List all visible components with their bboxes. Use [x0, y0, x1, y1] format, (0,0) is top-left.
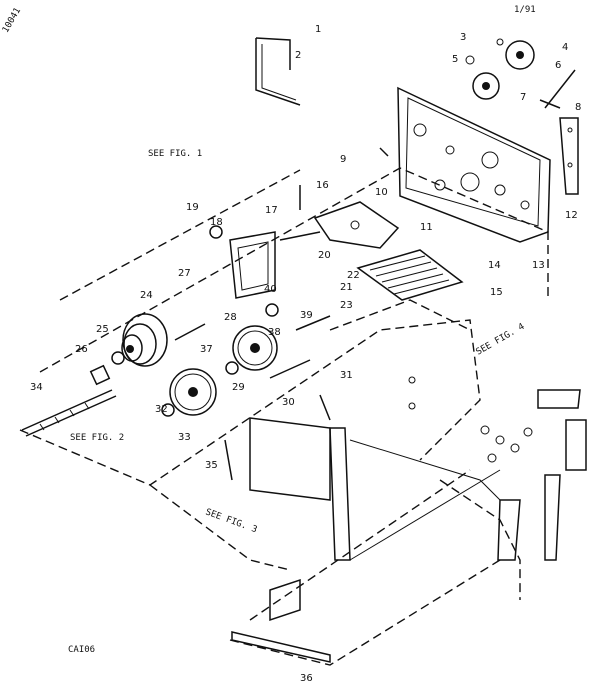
- slotted-plate: [356, 249, 464, 301]
- callout: 13: [532, 260, 545, 271]
- callout: 20: [318, 250, 331, 261]
- callout: 31: [340, 370, 353, 381]
- callout: 24: [140, 290, 153, 301]
- callout: 9: [340, 154, 346, 165]
- callout-numbers: 1 2 3 4 5 6 7 8 9 10 11 12 13 14 15 16 1…: [30, 24, 581, 684]
- callout: 26: [75, 344, 88, 355]
- callout: 28: [224, 312, 237, 323]
- callout: 16: [316, 180, 329, 191]
- callout: 27: [178, 268, 191, 279]
- callout: 12: [565, 210, 578, 221]
- ref-note: SEE FIG. 2: [70, 433, 124, 443]
- callout: 4: [562, 42, 568, 53]
- corner-label: 10041: [1, 6, 23, 34]
- callout: 19: [186, 202, 199, 213]
- callout: 7: [520, 92, 526, 103]
- callout: 14: [488, 260, 501, 271]
- callout: 22: [347, 270, 360, 281]
- frame-outline: [19, 167, 549, 666]
- callout: 32: [155, 404, 168, 415]
- callout: 39: [300, 310, 313, 321]
- lower-frame: [231, 389, 587, 663]
- callout: 21: [340, 282, 353, 293]
- callout: 11: [420, 222, 433, 233]
- callout: 29: [232, 382, 245, 393]
- main-shaft: [21, 389, 117, 437]
- bolt-group: [408, 376, 533, 463]
- callout: 38: [268, 327, 281, 338]
- gear-center: [232, 325, 278, 371]
- callout: 18: [210, 217, 223, 228]
- figure-code: CAI06: [68, 645, 95, 655]
- callout: 33: [178, 432, 191, 443]
- ref-note: SEE FIG. 4: [475, 322, 527, 358]
- callout: 37: [200, 344, 213, 355]
- callout: 3: [460, 32, 466, 43]
- callout: 15: [490, 287, 503, 298]
- callout: 40: [264, 284, 277, 295]
- callout: 10: [375, 187, 388, 198]
- ref-note: SEE FIG. 1: [148, 149, 202, 159]
- pulley: [121, 313, 168, 367]
- callout: 8: [575, 102, 581, 113]
- gear-lower: [169, 368, 217, 416]
- callout: 36: [300, 673, 313, 684]
- callout: 6: [555, 60, 561, 71]
- small-parts: [89, 147, 389, 481]
- u-bolt: [255, 37, 301, 106]
- callout: 17: [265, 205, 278, 216]
- callout: 30: [282, 397, 295, 408]
- callout: 5: [452, 54, 458, 65]
- callout: 35: [205, 460, 218, 471]
- callout: 1: [315, 24, 321, 35]
- right-bracket: [559, 117, 579, 195]
- side-plate: [397, 86, 551, 243]
- callout: 25: [96, 324, 109, 335]
- clamp-bracket: [229, 231, 276, 299]
- top-right-label: 1/91: [514, 5, 536, 15]
- sprocket-group-top: [465, 38, 576, 109]
- mid-bracket: [313, 201, 400, 249]
- callout: 34: [30, 382, 43, 393]
- callout: 2: [295, 50, 301, 61]
- callout: 23: [340, 300, 353, 311]
